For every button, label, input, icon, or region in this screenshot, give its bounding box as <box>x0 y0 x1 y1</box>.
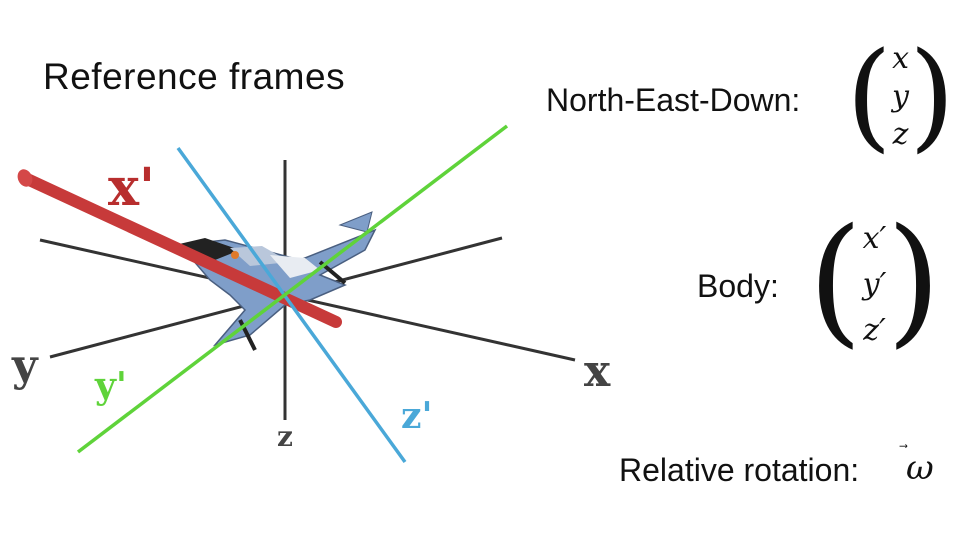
ned-vector: ( x y z ) <box>846 36 955 154</box>
slide-title: Reference frames <box>43 56 346 97</box>
left-paren-icon: ( <box>846 26 893 164</box>
y-label: y <box>11 340 39 391</box>
ned-components: x y z <box>892 36 909 154</box>
y-prime-axis <box>76 124 509 454</box>
omega-letter: ω <box>906 448 934 488</box>
omega-symbol: ⃗ ω <box>906 448 934 488</box>
body-component-z: z′ <box>863 313 886 348</box>
body-components: x′ y′ z′ <box>863 208 887 354</box>
x-prime-label: x' <box>108 157 155 218</box>
right-paren-icon: ) <box>909 26 956 164</box>
z-label: z <box>277 420 293 453</box>
ned-component-z: z <box>892 117 909 152</box>
z-prime-label: z' <box>401 395 432 437</box>
z-prime-axis <box>176 146 407 464</box>
ned-component-x: x <box>892 41 909 76</box>
body-label: Body: <box>697 268 779 304</box>
relative-rotation-label: Relative rotation: <box>619 452 860 488</box>
body-vector: ( x′ y′ z′ ) <box>808 208 941 354</box>
body-component-x: x′ <box>862 221 887 256</box>
ned-label: North-East-Down: <box>546 82 801 118</box>
ned-component-y: y <box>892 79 909 114</box>
x-prime-axis <box>19 172 342 328</box>
x-label: x <box>584 346 611 397</box>
x-prime-axis-cap <box>17 169 33 187</box>
left-paren-icon: ( <box>808 199 863 362</box>
right-paren-icon: ) <box>886 199 942 362</box>
y-prime-label: y' <box>94 365 127 407</box>
body-component-y: y′ <box>862 267 887 302</box>
